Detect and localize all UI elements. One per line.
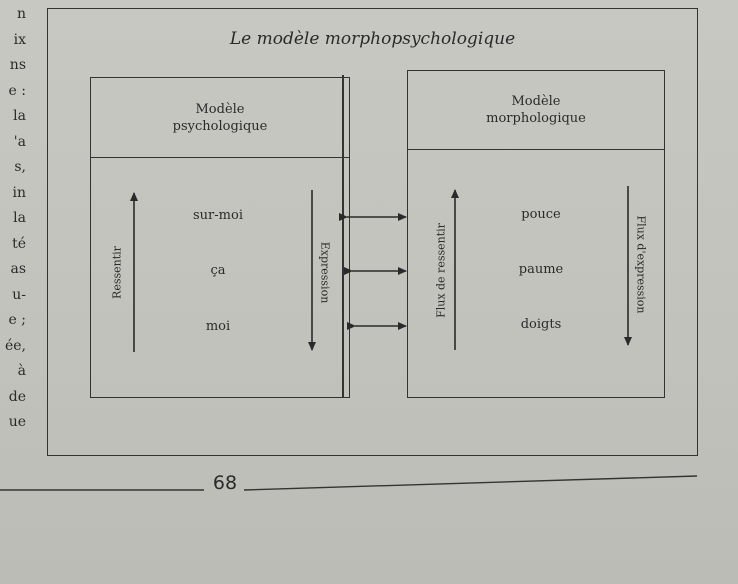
diagram-frame	[47, 8, 698, 456]
margin-text-fragments: n ix ns e : la 'a s, in la té as u- e ; …	[0, 0, 26, 436]
divider-line	[342, 75, 344, 398]
item-moi: moi	[205, 319, 231, 334]
margin-fragment: n	[16, 6, 26, 22]
margin-fragment: la	[13, 210, 26, 226]
item-paume: paume	[518, 262, 564, 277]
margin-fragment: de	[8, 388, 26, 405]
margin-fragment: in	[12, 184, 27, 201]
header-line: morphologique	[486, 111, 586, 126]
panel-header: Modèle morphologique	[408, 71, 664, 150]
margin-fragment: as	[10, 261, 26, 277]
margin-fragment: ns	[9, 57, 26, 73]
margin-fragment: ix	[13, 31, 26, 48]
footer-rule-right	[243, 475, 698, 491]
page-number: 68	[212, 472, 238, 494]
margin-fragment: ée,	[4, 337, 26, 354]
psychological-model-panel: Modèle psychologique	[90, 77, 350, 398]
margin-fragment: la	[13, 108, 26, 124]
header-line: Modèle	[511, 94, 561, 109]
margin-fragment: u-	[12, 286, 26, 303]
header-line: Modèle	[195, 101, 245, 117]
margin-fragment: ue	[8, 414, 26, 430]
item-doigts: doigts	[520, 317, 562, 332]
morphological-model-panel: Modèle morphologique	[407, 70, 665, 398]
panel-header: Modèle psychologique	[91, 78, 349, 158]
item-sur-moi: sur-moi	[193, 208, 243, 223]
header-line: psychologique	[172, 118, 268, 134]
item-ca: ça	[210, 263, 226, 278]
margin-fragment: té	[12, 235, 26, 252]
margin-fragment: 'a	[13, 133, 26, 150]
margin-fragment: s,	[14, 159, 26, 175]
diagram-title: Le modèle morphopsychologique	[229, 29, 516, 49]
margin-fragment: e :	[8, 82, 26, 99]
item-pouce: pouce	[521, 207, 561, 222]
margin-fragment: e ;	[8, 312, 26, 328]
margin-fragment: à	[17, 363, 26, 379]
